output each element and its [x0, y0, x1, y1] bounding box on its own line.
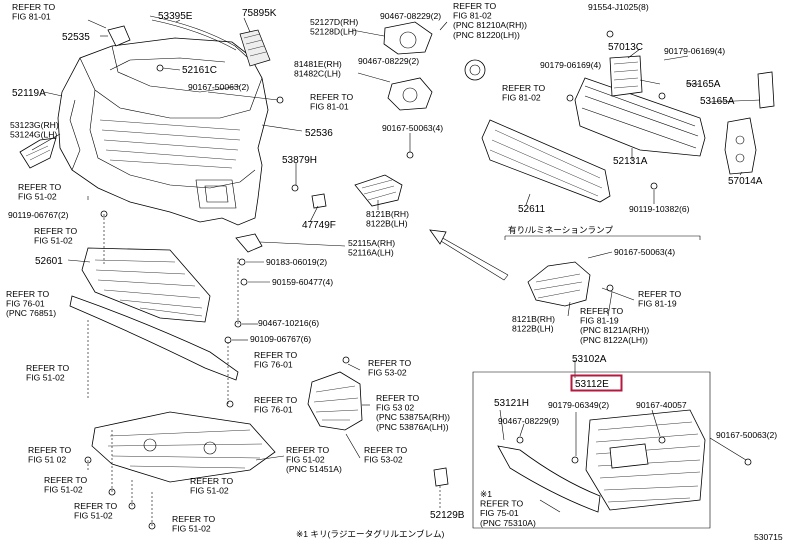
part-90167-40057-label[interactable]: 90167-40057	[636, 400, 687, 410]
part-53102a-label[interactable]: 53102A	[572, 354, 607, 365]
part-90167-50063-4-mid-label[interactable]: 90167-50063(4)	[614, 247, 675, 257]
part-53112e-label[interactable]: 53112E	[575, 379, 609, 390]
part-47749f-label[interactable]: 47749F	[302, 220, 336, 231]
part-57014a-label[interactable]: 57014A	[728, 176, 763, 187]
splash-shield-drawing	[307, 371, 363, 431]
part-52611-label[interactable]: 52611	[518, 204, 546, 215]
illumination-inset	[504, 235, 701, 307]
top-clips-drawing	[107, 15, 271, 67]
diagram-code: 530715	[754, 532, 783, 542]
part-53121h-label[interactable]: 53121H	[494, 398, 529, 409]
part-53165a-b-label[interactable]: 53165A	[700, 96, 735, 107]
bumper-cover-drawing	[57, 37, 269, 226]
part-90467-10216-label[interactable]: 90467-10216(6)	[258, 318, 319, 328]
part-53879h-label[interactable]: 53879H	[282, 155, 317, 166]
part-90119-10382-label[interactable]: 90119-10382(6)	[629, 204, 690, 214]
lamp-bezels-drawing	[383, 21, 486, 111]
part-90179-06169-b-label[interactable]: 90179-06169(4)	[540, 60, 601, 70]
footnote-text: ※1 キリ(ラジエータグリルエンブレム)	[296, 528, 445, 539]
part-90167-50063-2-right-label[interactable]: 90167-50063(2)	[716, 430, 777, 440]
part-52127d-label[interactable]: 52127D(RH)52128D(LH)	[310, 17, 358, 37]
part-52131a-label[interactable]: 52131A	[613, 156, 648, 167]
part-53123g-label[interactable]: 53123G(RH)53124G(LH)	[10, 120, 59, 140]
part-90183-06019-label[interactable]: 90183-06019(2)	[266, 257, 327, 267]
radiator-grille-inset	[472, 371, 711, 529]
part-75895k-label[interactable]: 75895K	[242, 8, 277, 19]
part-90467-08229-label[interactable]: 90467-08229(2)	[380, 11, 441, 21]
fog-lamp-cover-drawing	[354, 174, 403, 207]
part-53395e-label[interactable]: 53395E	[158, 11, 193, 22]
fasteners-drawing	[84, 30, 752, 530]
side-cover-drawing	[19, 137, 57, 169]
engine-undercover-drawing	[91, 411, 276, 483]
part-90119-06767-label[interactable]: 90119-06767(2)	[8, 210, 69, 220]
leader-lines	[31, 17, 761, 526]
part-91554-label[interactable]: 91554-J1025(8)	[588, 2, 649, 12]
part-90159-60477-label[interactable]: 90159-60477(4)	[272, 277, 333, 287]
lower-grille-drawing	[69, 247, 239, 381]
part-90179-06349-label[interactable]: 90179-06349(2)	[548, 400, 609, 410]
part-8121b-mid-label[interactable]: 8121B(RH)8122B(LH)	[512, 314, 555, 334]
part-52535-label[interactable]: 52535	[62, 32, 90, 43]
part-52161c-label[interactable]: 52161C	[182, 65, 217, 76]
part-52115a-label[interactable]: 52115A(RH)52116A(LH)	[348, 238, 395, 258]
part-90467-08229-mid-label[interactable]: 90467-08229(2)	[358, 56, 419, 66]
direction-arrow	[429, 229, 509, 281]
highlight-box	[570, 374, 623, 392]
part-90167-50063-2-label[interactable]: 90167-50063(2)	[188, 82, 249, 92]
part-90109-06767-label[interactable]: 90109-06767(6)	[250, 334, 311, 344]
part-52601-label[interactable]: 52601	[35, 256, 63, 267]
part-90179-06169-a-label[interactable]: 90179-06169(4)	[664, 46, 725, 56]
part-52536-label[interactable]: 52536	[305, 128, 333, 139]
part-57013c-label[interactable]: 57013C	[608, 42, 643, 53]
part-53165a-a-label[interactable]: 53165A	[686, 79, 721, 90]
bumper-reinforcement-drawing	[481, 55, 775, 203]
part-52129b-label[interactable]: 52129B	[430, 510, 465, 521]
part-81481e-label[interactable]: 81481E(RH)81482C(LH)	[294, 59, 342, 79]
part-52119a-label[interactable]: 52119A	[12, 88, 46, 99]
part-8121b-top-label[interactable]: 8121B(RH)8122B(LH)	[366, 209, 409, 229]
part-90467-08229-9-label[interactable]: 90467-08229(9)	[498, 416, 559, 426]
bumper-bracket-drawing	[235, 233, 263, 253]
part-90167-50063-4-label[interactable]: 90167-50063(4)	[382, 123, 443, 133]
inset-illumination-label: 有り/ルミネーションランプ	[508, 224, 613, 235]
